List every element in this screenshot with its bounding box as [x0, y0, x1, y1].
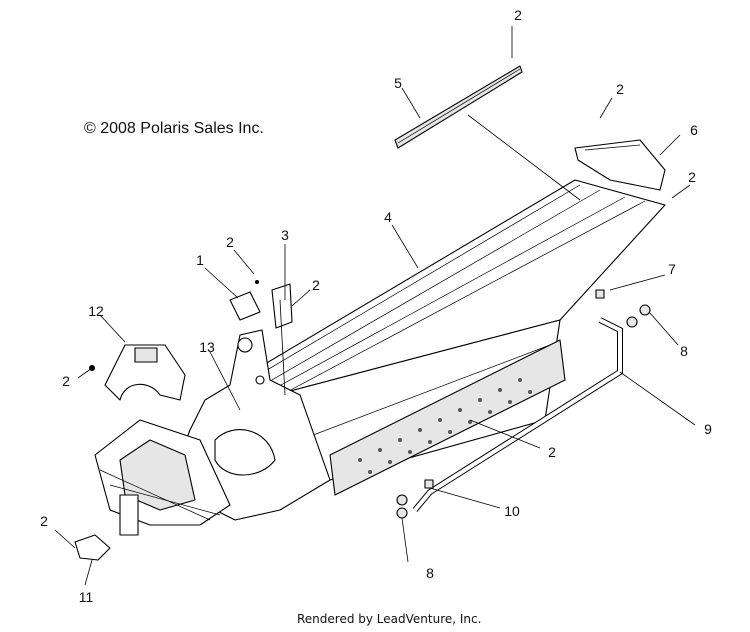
- callout-label: 1: [196, 252, 204, 268]
- callouts: 2 5 2 6 2 4 3 1 2 2 7 12 8 13 2 9 2 10 2…: [40, 7, 712, 605]
- fasteners: [396, 289, 651, 519]
- callout-label: 2: [616, 81, 624, 97]
- callout-label: 5: [394, 75, 402, 91]
- callout-label: 8: [426, 565, 434, 581]
- callout-label: 2: [40, 513, 48, 529]
- callout-label: 2: [688, 169, 696, 185]
- callout-label: 8: [680, 343, 688, 359]
- callout-label: 11: [79, 589, 94, 605]
- callout-label: 2: [548, 444, 556, 460]
- part-5-rail-strip: [394, 65, 523, 149]
- callout-label: 4: [384, 209, 392, 225]
- callout-label: 2: [514, 7, 522, 23]
- callout-label: 2: [226, 234, 234, 250]
- callout-label: 10: [504, 503, 520, 519]
- running-board: [329, 339, 566, 496]
- part-1-bracket: [229, 280, 261, 321]
- callout-label: 7: [668, 261, 676, 277]
- callout-label: 3: [281, 227, 289, 243]
- part-12-front-bracket: [89, 344, 186, 401]
- leader-lines: [54, 26, 696, 586]
- callout-label: 2: [62, 373, 70, 389]
- callout-label: 6: [690, 122, 698, 138]
- part-4-tunnel: [237, 179, 666, 481]
- callout-label: 2: [312, 277, 320, 293]
- rendered-by-credit: Rendered by LeadVenture, Inc.: [297, 612, 482, 626]
- copyright-text: © 2008 Polaris Sales Inc.: [84, 120, 264, 137]
- front-bulkhead: [94, 419, 231, 536]
- part-3-bracket: [271, 283, 293, 329]
- callout-label: 9: [704, 421, 712, 437]
- callout-label: 12: [88, 303, 104, 319]
- part-11-hitch-bracket: [74, 534, 111, 561]
- part-6-rear-bracket: [574, 139, 666, 191]
- callout-label: 13: [199, 339, 215, 355]
